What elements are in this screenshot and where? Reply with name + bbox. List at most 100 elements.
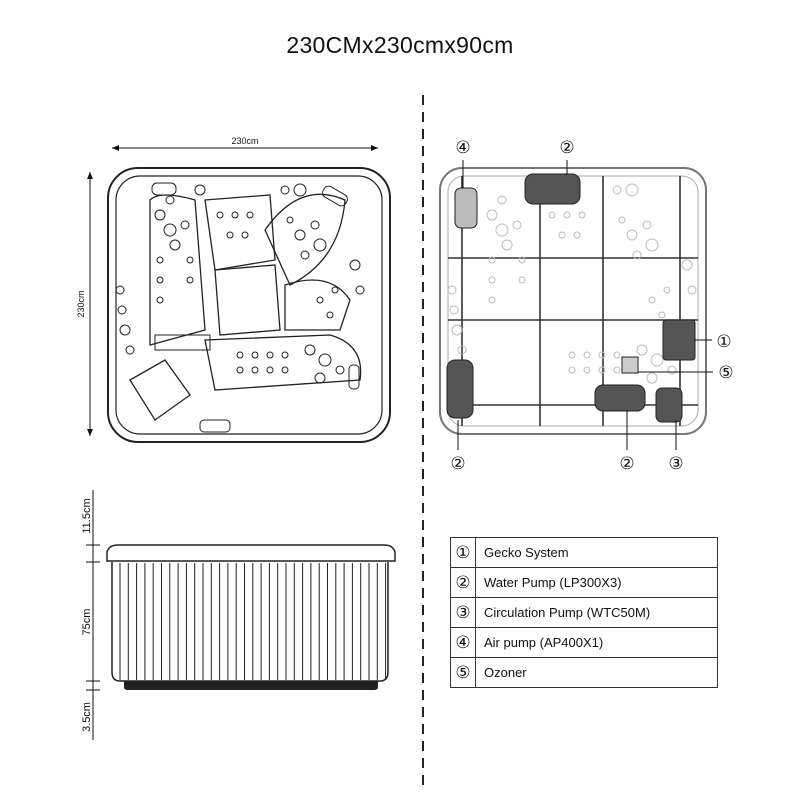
- jet-icon: [447, 285, 457, 295]
- jet-icon: [518, 256, 526, 264]
- jet-icon: [512, 220, 522, 230]
- legend-number: ③: [450, 597, 476, 628]
- jet-icon: [156, 256, 164, 264]
- jet-icon: [583, 366, 591, 374]
- jet-icon: [314, 372, 326, 384]
- circulation-pump: [655, 387, 683, 423]
- callout-2-left: ②: [450, 454, 465, 473]
- jet-icon: [186, 276, 194, 284]
- callout-4: ④: [455, 138, 470, 157]
- jet-icon: [331, 286, 339, 294]
- ozoner: [621, 356, 639, 374]
- jet-icon: [280, 185, 290, 195]
- jet-icon: [281, 366, 289, 374]
- jet-icon: [125, 345, 135, 355]
- jet-icon: [583, 351, 591, 359]
- air-pump: [454, 187, 478, 229]
- jet-icon: [613, 351, 621, 359]
- jet-icon: [163, 223, 177, 237]
- jet-icon: [568, 366, 576, 374]
- jet-icon: [241, 231, 249, 239]
- jet-icon: [495, 223, 509, 237]
- jet-icon: [598, 351, 606, 359]
- legend-label: Air pump (AP400X1): [475, 627, 718, 658]
- jets: [115, 183, 365, 384]
- jet-icon: [667, 365, 677, 375]
- jet-icon: [488, 276, 496, 284]
- jet-icon: [663, 286, 671, 294]
- jet-icon: [681, 259, 693, 271]
- water-pump-left: [446, 359, 474, 419]
- jet-icon: [304, 344, 316, 356]
- jet-icon: [216, 211, 224, 219]
- callout-3: ③: [668, 454, 683, 473]
- jet-icon: [154, 209, 166, 221]
- legend-number: ④: [450, 627, 476, 658]
- jet-icon: [236, 351, 244, 359]
- base-height-label: 3.5cm: [81, 702, 93, 732]
- jet-icon: [310, 220, 320, 230]
- jet-icon: [625, 183, 639, 197]
- jet-icon: [488, 296, 496, 304]
- jet-icon: [194, 184, 206, 196]
- callout-2-top: ②: [559, 138, 574, 157]
- jet-icon: [231, 211, 239, 219]
- jet-icon: [618, 216, 626, 224]
- legend-number: ⑤: [450, 657, 476, 688]
- callout-2-bottom: ②: [619, 454, 634, 473]
- legend-number: ①: [450, 537, 476, 568]
- jet-icon: [180, 220, 190, 230]
- jet-icon: [326, 311, 334, 319]
- gecko-system: [662, 319, 696, 361]
- jet-icon: [451, 324, 463, 336]
- jet-icon: [645, 238, 659, 252]
- jet-icon: [169, 239, 181, 251]
- jet-icon: [294, 229, 306, 241]
- jet-icon: [349, 259, 361, 271]
- jet-icon: [518, 276, 526, 284]
- jet-icon: [646, 372, 658, 384]
- jet-icon: [293, 183, 307, 197]
- lid-height-label: 11.5cm: [81, 498, 93, 533]
- jet-icon: [573, 231, 581, 239]
- side-view: 11.5cm 75cm 3.5cm: [81, 490, 396, 740]
- jet-icon: [266, 366, 274, 374]
- jet-icon: [578, 211, 586, 219]
- jet-icon: [246, 211, 254, 219]
- jet-icon: [318, 353, 332, 367]
- jet-icon: [598, 366, 606, 374]
- jet-icon: [457, 345, 467, 355]
- jet-icon: [316, 296, 324, 304]
- jet-icon: [548, 211, 556, 219]
- jet-icon: [636, 344, 648, 356]
- jet-icon: [648, 296, 656, 304]
- jet-icon: [488, 256, 496, 264]
- jet-icon: [650, 353, 664, 367]
- jet-icon: [226, 231, 234, 239]
- legend-label: Water Pump (LP300X3): [475, 567, 718, 598]
- width-dimension-label: 230cm: [231, 136, 258, 146]
- jet-icon: [335, 365, 345, 375]
- jet-icon: [165, 195, 175, 205]
- jet-icon: [355, 285, 365, 295]
- jet-icon: [501, 239, 513, 251]
- jet-icon: [286, 216, 294, 224]
- jet-icon: [236, 366, 244, 374]
- jet-icon: [486, 209, 498, 221]
- jet-icon: [497, 195, 507, 205]
- jet-icon: [313, 238, 327, 252]
- jet-icon: [632, 250, 642, 260]
- jet-icon: [186, 256, 194, 264]
- body-height-label: 75cm: [81, 609, 93, 636]
- water-pump-top: [524, 173, 581, 205]
- jet-icon: [568, 351, 576, 359]
- jet-icon: [281, 351, 289, 359]
- page-title: 230CMx230cmx90cm: [286, 32, 514, 58]
- jet-icon: [115, 285, 125, 295]
